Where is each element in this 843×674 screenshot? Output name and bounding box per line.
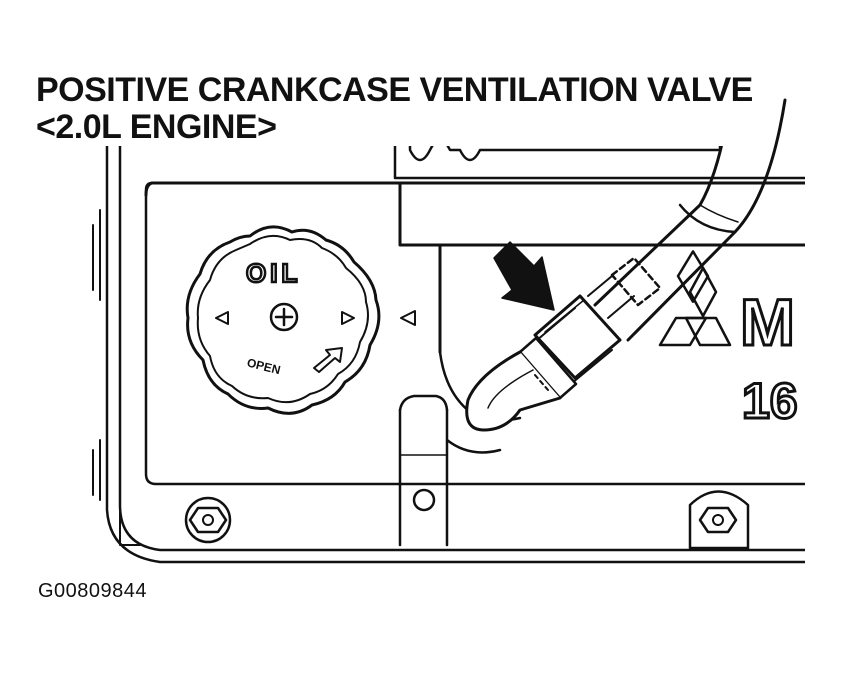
cap-open-arrow-icon <box>313 347 343 373</box>
pcv-valve-callout-arrow-icon <box>493 241 555 311</box>
cover-engine-number: 16 <box>742 373 798 429</box>
oil-cap-open-label: OPEN <box>246 355 282 377</box>
cover-bolt-left <box>184 496 232 544</box>
cap-center-plus-icon <box>269 302 299 332</box>
oil-cap-label: OIL <box>246 258 301 288</box>
pcv-valve <box>518 294 622 400</box>
cover-alignment-triangle-icon <box>400 310 416 326</box>
mitsubishi-logo-icon <box>658 250 732 347</box>
cap-right-triangle-icon <box>341 311 355 325</box>
cap-left-triangle-icon <box>215 311 229 325</box>
diagram-title: POSITIVE CRANKCASE VENTILATION VALVE <2.… <box>36 72 753 146</box>
cover-bolt-right <box>688 490 750 550</box>
figure-id: G00809844 <box>38 580 148 602</box>
engine-block-outline <box>92 138 807 564</box>
diagram-title-line1: POSITIVE CRANKCASE VENTILATION VALVE <box>36 71 753 109</box>
cover-brand-letter: M <box>740 285 795 359</box>
pcv-inlet-tube <box>465 350 562 432</box>
valve-cover <box>144 181 807 486</box>
mounting-boss <box>398 394 449 547</box>
oil-filler-cap[interactable] <box>185 225 381 415</box>
hose-clamp <box>587 256 662 319</box>
diagram-title-line2: <2.0L ENGINE> <box>36 109 283 146</box>
